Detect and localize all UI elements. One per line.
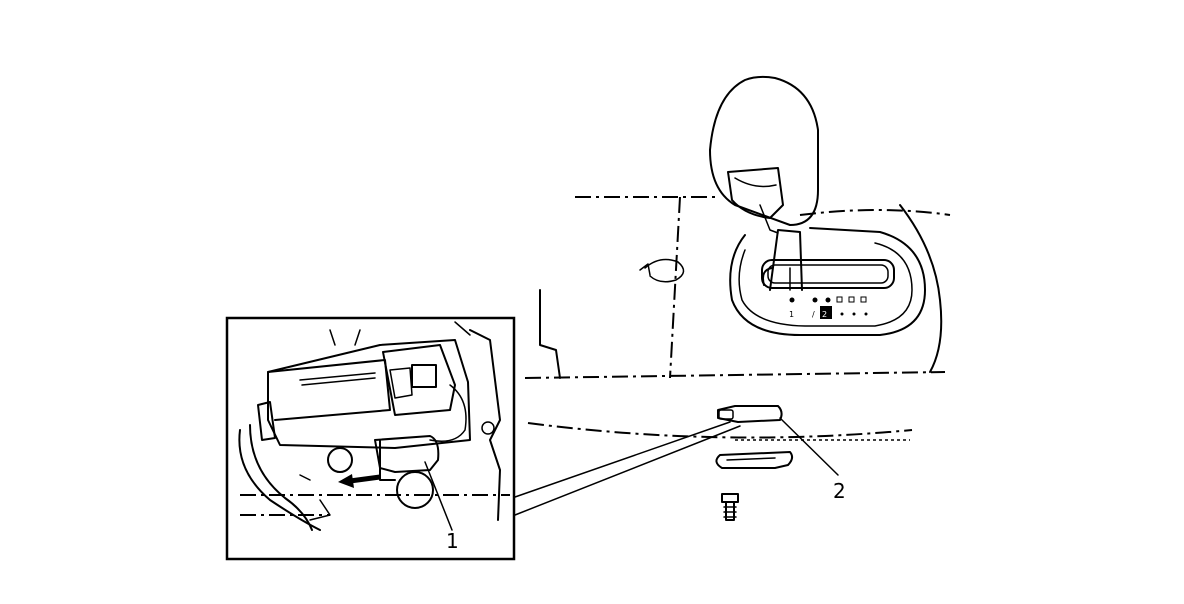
zoom-leader-lines: [514, 421, 741, 516]
detail-inset: [225, 316, 516, 561]
shift-lock-release-cover: [717, 405, 910, 441]
callout-2: 2: [833, 479, 846, 503]
callout-2-leader: [779, 417, 839, 476]
screw: [721, 493, 739, 521]
callout-1: 1: [446, 529, 459, 553]
callout-1-leader: [424, 461, 453, 531]
cover-plate: [715, 451, 794, 469]
shift-knob: [709, 75, 819, 234]
shift-gate-bezel: 1 2 /: [729, 227, 926, 336]
shift-position-label-1: 1: [789, 310, 794, 319]
console-outline: [524, 196, 951, 439]
shift-position-slash: /: [812, 310, 815, 319]
shift-position-indicators: 1 2 /: [789, 296, 868, 319]
shift-position-label-2: 2: [822, 310, 827, 319]
shift-lever: [762, 229, 803, 291]
